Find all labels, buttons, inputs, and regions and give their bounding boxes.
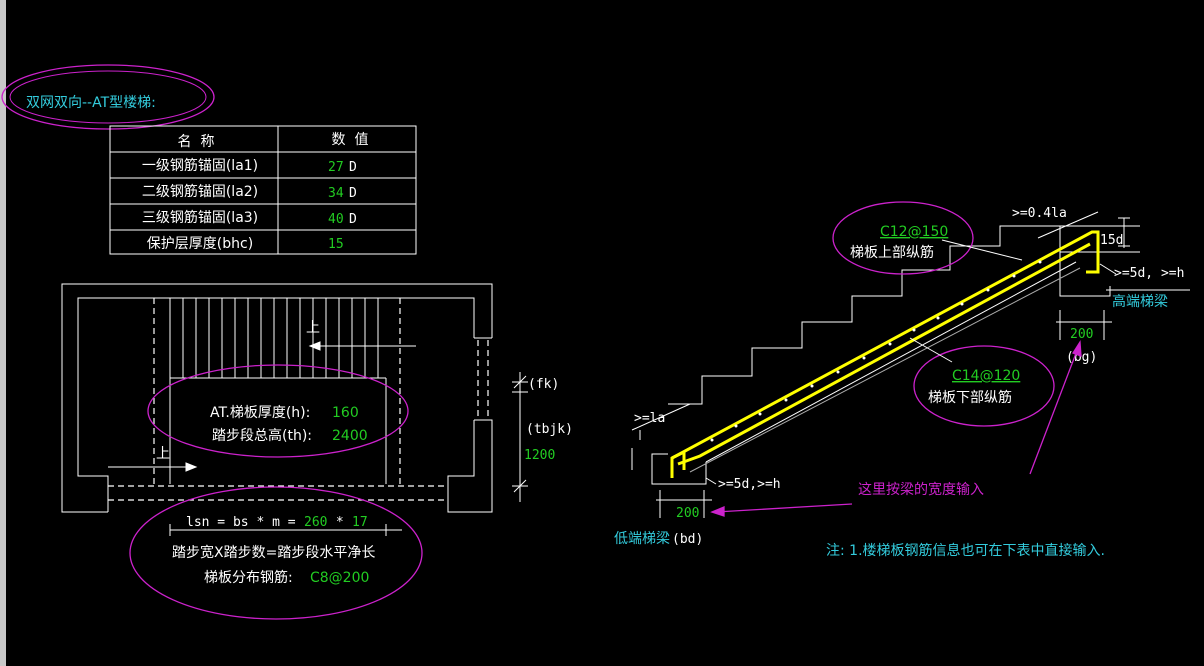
high-beam-width-value[interactable]: 200 (1070, 327, 1093, 342)
tread-width-value[interactable]: 260 (304, 515, 327, 530)
table-row-value[interactable]: 40 (328, 212, 344, 227)
plan-up-arrow (108, 341, 416, 472)
hook-length-label: 15d (1100, 233, 1123, 248)
formula-prefix: lsn = bs * m = (186, 515, 303, 530)
diagram-title: 双网双向--AT型楼梯: (26, 95, 156, 111)
plan-width-dimension (512, 372, 528, 502)
top-anchorage-dimension (1037, 211, 1130, 248)
table-row-unit: D (349, 160, 357, 175)
rebar-distribution-dots (710, 260, 1042, 442)
plan-up-label-top: 上 (306, 320, 320, 336)
top-rebar-value[interactable]: C12@150 (880, 224, 948, 240)
low-beam-bd-label: (bd) (672, 532, 703, 547)
formula-description: 踏步宽X踏步数=踏步段水平净长 (172, 544, 375, 561)
beam-width-note-arrows (710, 339, 1082, 517)
high-end-anchorage: >=5d, >=h (1114, 266, 1184, 281)
slab-thickness-label: AT.梯板厚度(h): (210, 405, 310, 421)
high-beam-dimension (1056, 310, 1112, 340)
top-rebar-leader (941, 239, 1023, 261)
formula-times: * (328, 515, 351, 530)
table-row-name: 三级钢筋锚固(la3) (142, 209, 258, 226)
table-row-value[interactable]: 15 (328, 237, 344, 252)
high-end-leader (1099, 263, 1117, 275)
left-window-border (0, 0, 6, 666)
low-beam-width-value[interactable]: 200 (676, 506, 699, 521)
title-highlight-ellipse (1, 64, 215, 130)
flight-height-value[interactable]: 2400 (332, 428, 368, 444)
table-row-value[interactable]: 34 (328, 186, 344, 201)
parameter-table (109, 125, 417, 255)
low-end-anchorage: >=5d,>=h (718, 477, 781, 492)
high-beam-bg-label: (bg) (1066, 350, 1097, 365)
table-row-name: 一级钢筋锚固(la1) (142, 157, 258, 174)
low-end-beam-label: 低端梯梁 (614, 531, 670, 547)
low-la-label: >=la (634, 411, 665, 426)
stair-plan-view (61, 283, 493, 513)
title-highlight-ellipse-inner (9, 70, 207, 124)
table-row-name: 二级钢筋锚固(la2) (142, 183, 258, 200)
top-rebar-label: 梯板上部纵筋 (850, 244, 934, 261)
formula-highlight-ellipse (129, 486, 423, 620)
bottom-rebar-label: 梯板下部纵筋 (928, 389, 1012, 406)
table-row-unit: D (349, 212, 357, 227)
stair-width-value[interactable]: 1200 (524, 448, 555, 463)
plan-dashed-lines (108, 298, 489, 501)
table-row-name: 保护层厚度(bhc) (147, 236, 253, 252)
plan-treads (169, 298, 379, 378)
fk-label: (fk) (528, 377, 559, 392)
table-row-unit: D (349, 186, 357, 201)
tbjk-label: (tbjk) (526, 422, 573, 437)
low-anchorage-dimension (631, 403, 717, 485)
stair-section-view (651, 225, 1140, 485)
slab-thickness-value[interactable]: 160 (332, 405, 359, 421)
high-end-beam-label: 高端梯梁 (1112, 293, 1168, 310)
low-beam-dimension (656, 490, 712, 518)
bottom-rebar-value[interactable]: C14@120 (952, 368, 1020, 384)
top-anchorage-label: >=0.4la (1012, 206, 1067, 221)
bottom-rebar-leader (909, 337, 953, 363)
top-rebar-highlight-ellipse (832, 201, 974, 275)
table-header-value: 数 值 (332, 132, 369, 148)
rebar-lines (670, 230, 1100, 478)
flight-height-label: 踏步段总高(th): (212, 427, 312, 444)
footnote: 注: 1.楼梯板钢筋信息也可在下表中直接输入. (826, 542, 1105, 559)
distribution-rebar-value[interactable]: C8@200 (310, 570, 369, 586)
plan-up-label-bottom: 上 (156, 446, 170, 462)
beam-width-note: 这里按梁的宽度输入 (858, 481, 984, 498)
table-row-value[interactable]: 27 (328, 160, 344, 175)
tread-count-value[interactable]: 17 (352, 515, 368, 530)
table-header-name: 名 称 (178, 134, 215, 150)
formula-dimension-line (169, 524, 402, 536)
bottom-rebar-highlight-ellipse (913, 345, 1055, 427)
thickness-highlight-ellipse (147, 364, 409, 458)
distribution-rebar-label: 梯板分布钢筋: (204, 569, 293, 586)
